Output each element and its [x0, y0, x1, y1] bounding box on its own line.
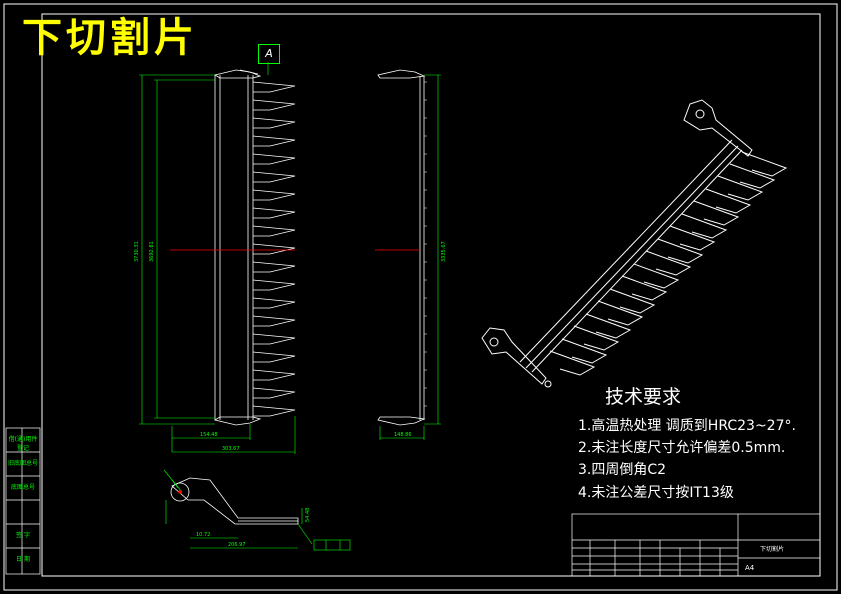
title-block-sheet: A4 — [745, 564, 755, 572]
dim-front-bottom-inner: 154.48 — [200, 432, 218, 438]
side-label-1: 借(通)用件登记 — [8, 436, 38, 452]
isometric-view — [481, 99, 788, 388]
tech-note-3: 3.四周倒角C2 — [578, 462, 667, 478]
inner-frame — [41, 13, 821, 577]
dim-detail-height: 54.48 — [305, 507, 311, 522]
datum-label-box: A — [258, 44, 280, 64]
tech-note-4: 4.未注公差尺寸按IT13级 — [578, 485, 734, 501]
side-label-2: 旧底图总号 — [7, 460, 38, 467]
side-label-3: 底图总号 — [10, 484, 35, 491]
tech-note-2: 2.未注长度尺寸允许偏差0.5mm. — [578, 440, 786, 456]
dim-side-bottom: 148.86 — [394, 432, 412, 438]
side-label-5: 日 期 — [16, 556, 30, 563]
dim-front-bottom-total: 303.67 — [222, 446, 240, 452]
dim-front-total-height: 3730.31 — [134, 241, 140, 262]
tech-note-1: 1.高温热处理 调质到HRC23~27°. — [578, 418, 796, 434]
side-label-4: 签 字 — [16, 532, 30, 539]
dim-front-inner-height: 3692.81 — [149, 241, 155, 262]
detail-dimensions — [163, 469, 313, 549]
detail-view — [170, 477, 299, 525]
front-view — [213, 69, 296, 426]
title-block-part-name: 下切割片 — [760, 546, 785, 553]
dim-detail-width-2: 206.97 — [228, 542, 246, 548]
outer-frame — [3, 3, 838, 591]
dim-detail-width-1: 10.72 — [196, 532, 211, 538]
teeth-front — [252, 81, 296, 417]
side-dimensions — [379, 74, 441, 440]
drawing-title: 下切割片 — [22, 15, 198, 61]
side-strip — [5, 427, 41, 575]
side-view — [377, 69, 426, 426]
side-teeth — [424, 81, 427, 407]
teeth-iso — [549, 151, 788, 376]
dim-side-height: 3335.67 — [441, 241, 447, 262]
title-block — [571, 513, 821, 577]
front-dimensions — [139, 74, 296, 454]
tech-requirements-title: 技术要求 — [605, 386, 682, 408]
